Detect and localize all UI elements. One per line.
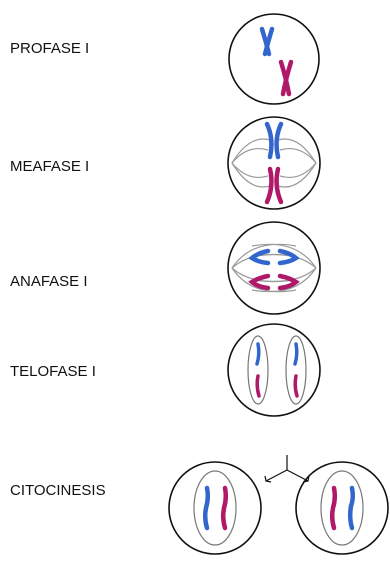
division-arrow: [264, 455, 310, 483]
maternal-chromosome: [329, 485, 338, 531]
nuclear-envelope: [285, 335, 307, 405]
cell-membrane: [228, 13, 320, 105]
spindle-fibers: [231, 138, 317, 188]
stage-label-anafase: ANAFASE I: [10, 273, 88, 290]
metafase-cell: [227, 116, 321, 210]
paternal-chromosomes: [248, 248, 300, 266]
cell-membrane: [168, 461, 262, 555]
stage-label-telofase: TELOFASE I: [10, 363, 96, 380]
paternal-chromosome: [202, 485, 211, 531]
cell-membrane: [227, 323, 321, 417]
stage-label-metafase: MEAFASE I: [10, 158, 90, 175]
paternal-chromosomes: [255, 342, 299, 366]
paternal-chromosome: [347, 485, 356, 531]
cell-membrane: [227, 221, 321, 315]
cell-membrane: [295, 461, 389, 555]
maternal-chromosome: [220, 485, 229, 531]
maternal-chromosomes: [248, 273, 300, 291]
nuclear-envelope: [247, 335, 269, 405]
nuclear-envelope: [320, 470, 364, 546]
daughter-cell-right: [295, 461, 389, 555]
stage-label-citocinesis: CITOCINESIS: [10, 482, 106, 499]
daughter-cell-left: [168, 461, 262, 555]
nuclear-envelope: [193, 470, 237, 546]
paternal-chromosome: [264, 121, 284, 160]
maternal-chromosomes: [255, 374, 299, 398]
anafase-cell: [227, 221, 321, 315]
stage-label-profase: PROFASE I: [10, 40, 90, 57]
maternal-chromosome: [264, 166, 284, 205]
spindle-fibers: [231, 243, 317, 293]
maternal-chromosome: [278, 59, 294, 97]
profase-cell: [228, 13, 320, 105]
paternal-chromosome: [259, 26, 275, 57]
cell-membrane: [227, 116, 321, 210]
telofase-cell: [227, 323, 321, 417]
